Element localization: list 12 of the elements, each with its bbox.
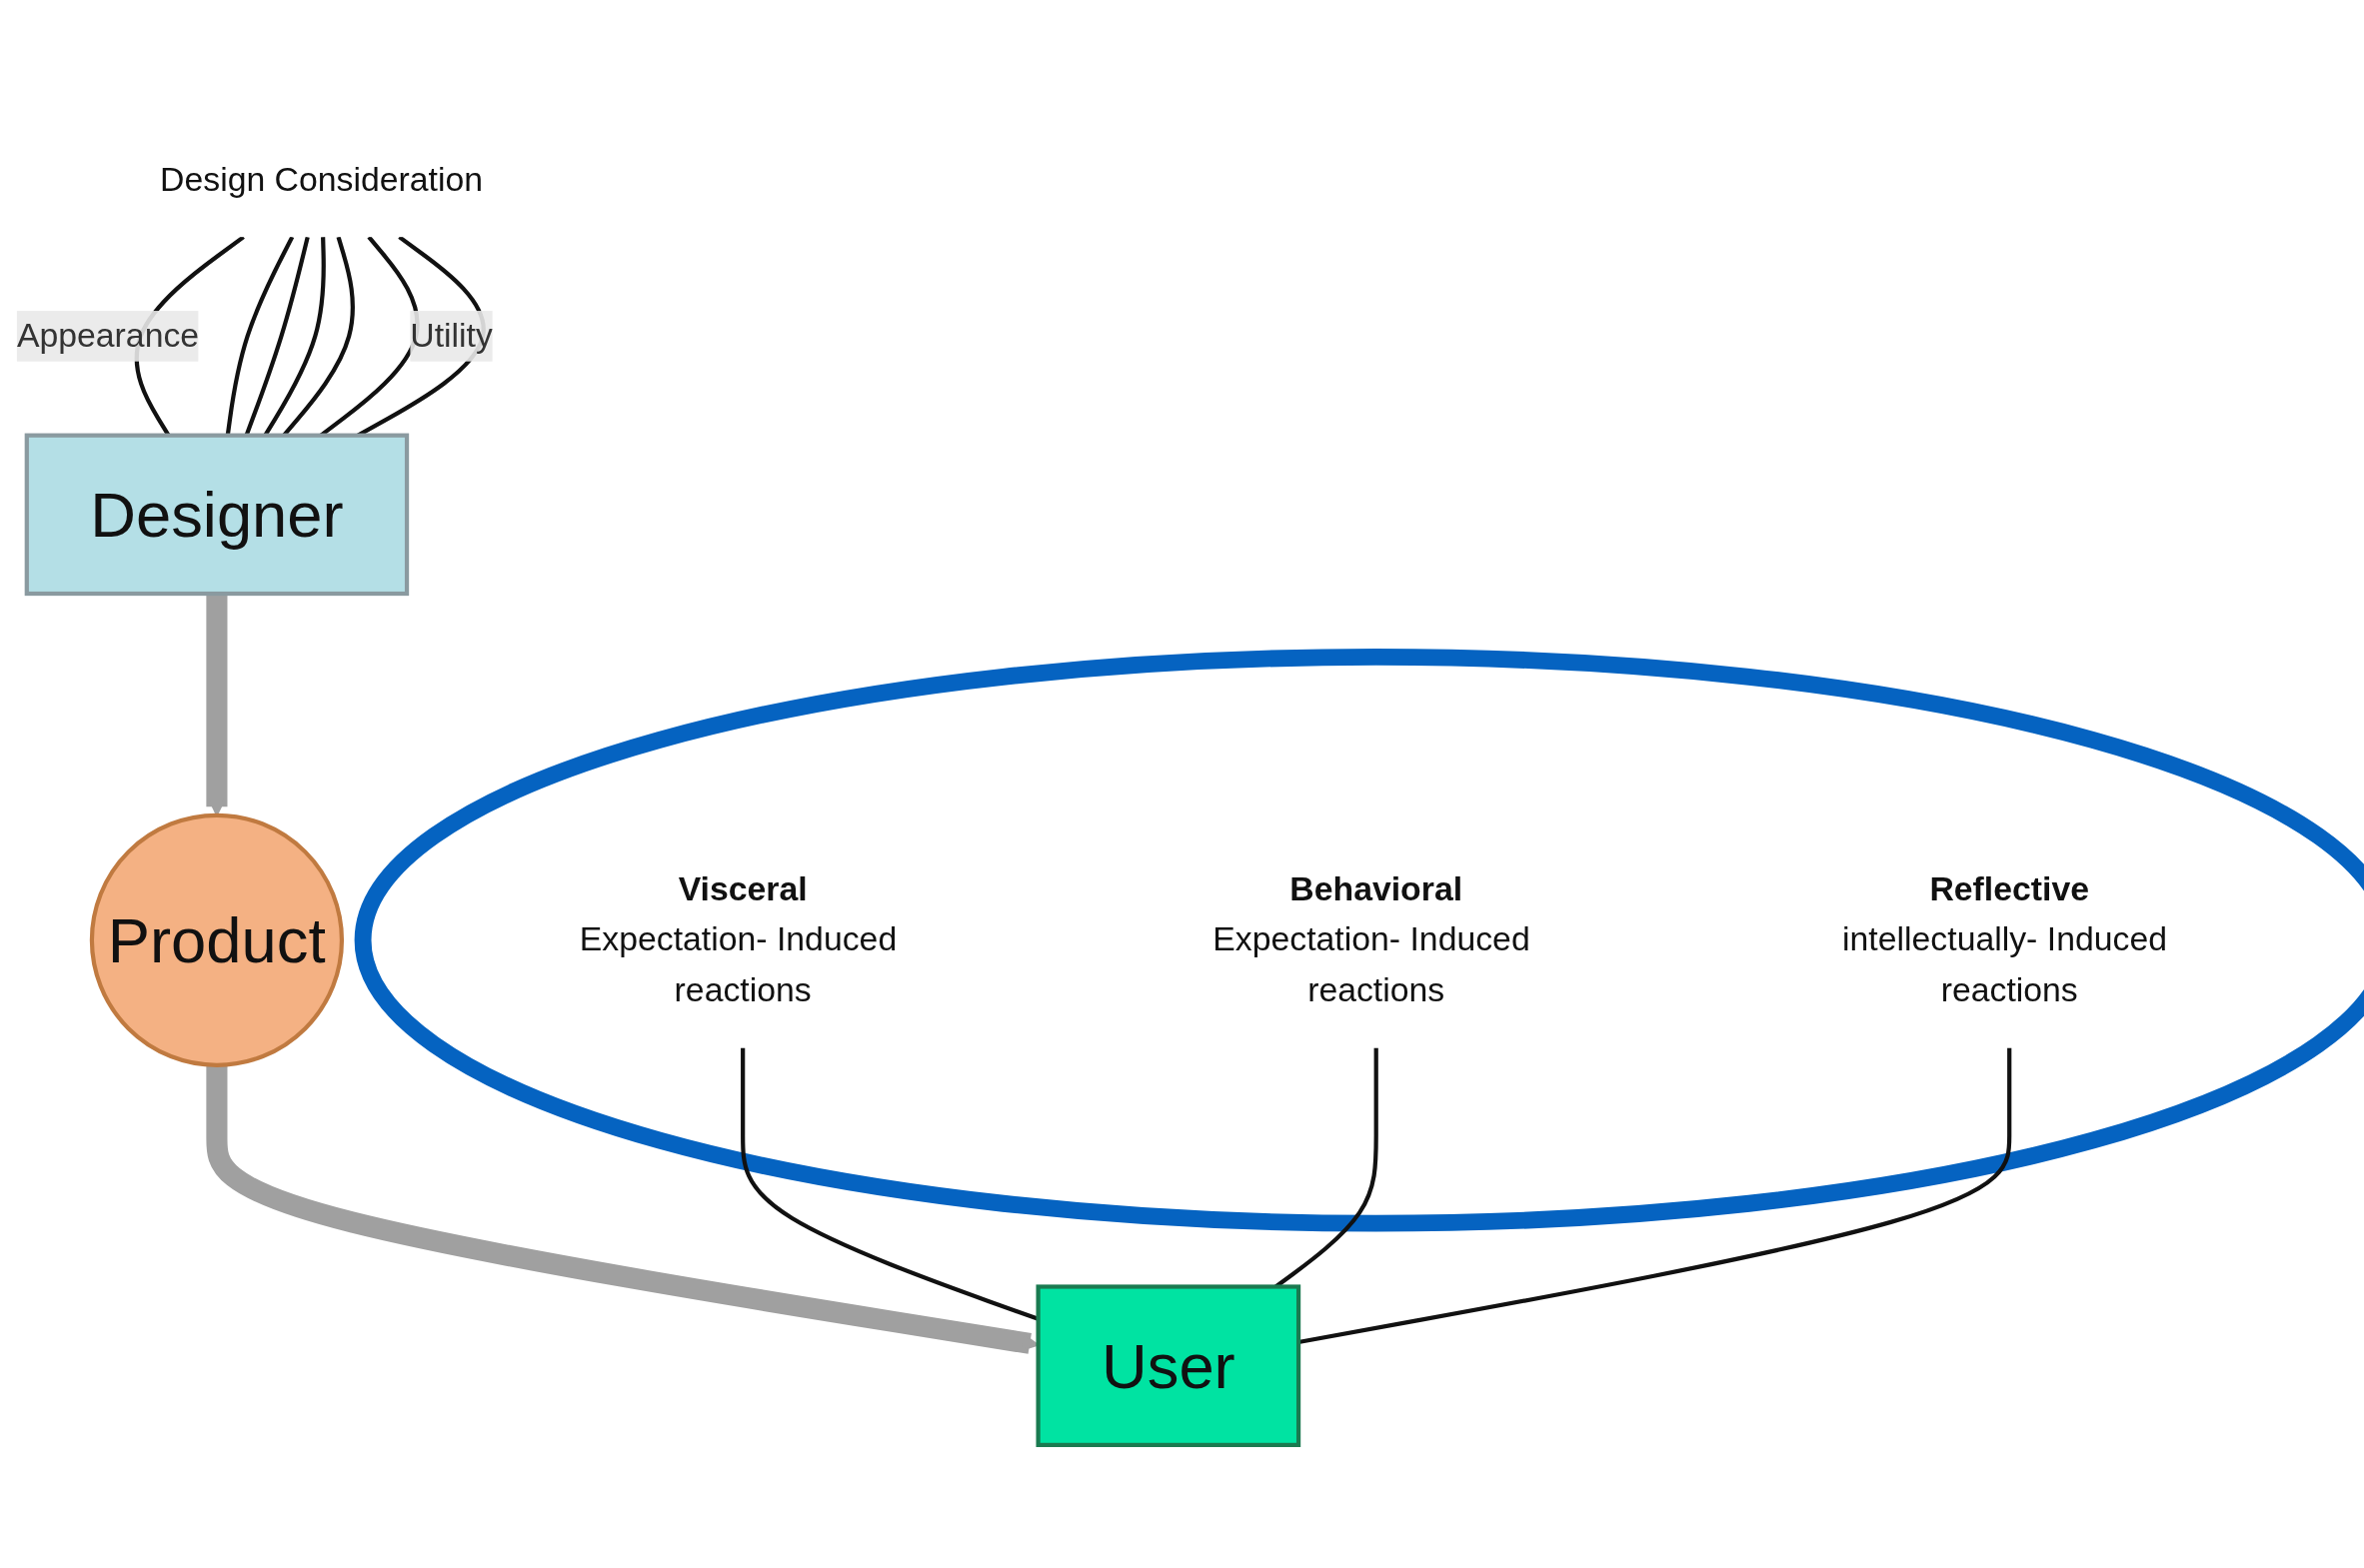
node-circle: Product [89, 812, 345, 1067]
node-box: User [1036, 1284, 1301, 1447]
edge-label: Appearance [16, 317, 200, 354]
connector [282, 236, 355, 437]
node-box: Designer [24, 433, 410, 597]
node-text: Behavioral Expectation- Induced reactions [1212, 870, 1530, 1008]
connector [263, 237, 326, 437]
node-text: Design Consideration [160, 161, 484, 198]
node-text: Visceral Expectation- Induced reactions [579, 870, 898, 1008]
edge-label: Utility [410, 317, 493, 354]
cluster [354, 648, 2364, 1232]
node-text: Reflective intellectually- Induced reactions [1842, 870, 2168, 1008]
